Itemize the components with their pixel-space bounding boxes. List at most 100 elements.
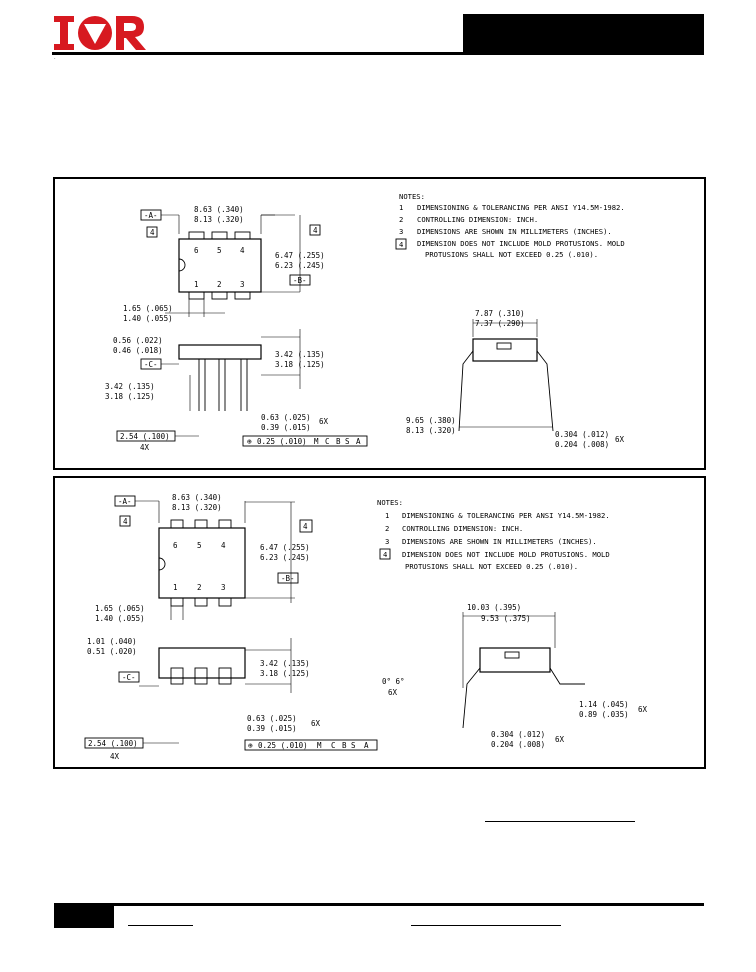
svg-text:S: S xyxy=(345,437,350,446)
length-max: 8.63 (.340) xyxy=(194,205,244,214)
datum-b: -B- xyxy=(293,276,307,285)
pin-pitch-max: 1.65 (.065) xyxy=(123,304,173,313)
lead-thickness-max: 0.304 (.012) xyxy=(555,430,609,439)
svg-text:1: 1 xyxy=(399,203,403,212)
tolerance-value: 0.25 (.010) xyxy=(257,437,307,446)
note-ref-b: 4 xyxy=(303,522,308,531)
standoff-min: 0.46 (.018) xyxy=(113,346,163,355)
tolerance-frame xyxy=(244,739,378,751)
svg-text:C: C xyxy=(331,741,336,750)
row-span-max: 10.03 (.395) xyxy=(467,603,521,612)
footer-line-left xyxy=(128,925,193,926)
datum-c: -C- xyxy=(144,360,158,369)
pin-3-label: 3 xyxy=(221,583,226,592)
header-divider xyxy=(52,52,704,55)
note-ref-a: 4 xyxy=(123,517,128,526)
svg-text:⊕: ⊕ xyxy=(247,437,252,446)
pin-6-label: 6 xyxy=(173,541,178,550)
lead-length-max: 3.42 (.135) xyxy=(105,382,155,391)
link-underline xyxy=(485,821,635,822)
lead-thickness-max: 0.304 (.012) xyxy=(491,730,545,739)
note-4: DIMENSION DOES NOT INCLUDE MOLD PROTUSIO… xyxy=(417,239,625,248)
pin-4-label: 4 xyxy=(221,541,226,550)
svg-text:B: B xyxy=(342,741,347,750)
svg-text:A: A xyxy=(364,741,369,750)
pin-pitch-min: 1.40 (.055) xyxy=(95,614,145,623)
package-drawing-6-lead-smd: 6 5 4 1 2 3 -A- 4 8.63 (.340) 8.13 (.320… xyxy=(53,476,706,769)
standoff-max: 1.01 (.040) xyxy=(87,637,137,646)
pin-2-label: 2 xyxy=(197,583,202,592)
footer-rule xyxy=(54,903,704,906)
height-max: 3.42 (.135) xyxy=(275,350,325,359)
note-2: CONTROLLING DIMENSION: INCH. xyxy=(417,215,538,224)
datum-c: -C- xyxy=(122,673,136,682)
pin-5-label: 5 xyxy=(197,541,202,550)
svg-text:M: M xyxy=(317,741,322,750)
width-min: 6.23 (.245) xyxy=(275,261,325,270)
row-span-min: 7.37 (.290) xyxy=(475,319,525,328)
svg-text:A: A xyxy=(356,437,361,446)
pin-pitch-min: 1.40 (.055) xyxy=(123,314,173,323)
lead-width-min: 0.39 (.015) xyxy=(261,423,311,432)
note-3: DIMENSIONS ARE SHOWN IN MILLIMETERS (INC… xyxy=(402,537,597,546)
notes-title: NOTES: xyxy=(377,498,403,507)
pin-3-label: 3 xyxy=(240,280,245,289)
notes-title: NOTES: xyxy=(399,192,425,201)
lead-thickness-min: 0.204 (.008) xyxy=(491,740,545,749)
dip-outline-drawing: 6 5 4 1 2 3 -A- 4 8.63 (.340) 8.13 (.320… xyxy=(105,192,625,452)
standoff-min: 0.51 (.020) xyxy=(87,647,137,656)
width-max: 6.47 (.255) xyxy=(260,543,310,552)
note-4-cont: PROTUSIONS SHALL NOT EXCEED 0.25 (.010). xyxy=(405,562,578,571)
svg-text:3: 3 xyxy=(385,537,389,546)
pin-6-label: 6 xyxy=(194,246,199,255)
ir-logo xyxy=(52,14,147,54)
lead-width-max: 0.63 (.025) xyxy=(247,714,297,723)
svg-text:2: 2 xyxy=(399,215,403,224)
note-3: DIMENSIONS ARE SHOWN IN MILLIMETERS (INC… xyxy=(417,227,612,236)
angle-qty: 6X xyxy=(388,688,398,697)
standoff-max: 0.56 (.022) xyxy=(113,336,163,345)
foot-qty: 6X xyxy=(638,705,648,714)
pin-1-label: 1 xyxy=(194,280,199,289)
logo-mark: · xyxy=(54,56,56,62)
svg-text:3: 3 xyxy=(399,227,403,236)
spacing-qty: 4X xyxy=(110,752,120,761)
lead-width-min: 0.39 (.015) xyxy=(247,724,297,733)
spacing-qty: 4X xyxy=(140,443,150,452)
length-min: 8.13 (.320) xyxy=(194,215,244,224)
pin-2-label: 2 xyxy=(217,280,222,289)
lead-span-max: 9.65 (.380) xyxy=(406,416,456,425)
svg-text:4: 4 xyxy=(399,240,403,249)
width-max: 6.47 (.255) xyxy=(275,251,325,260)
tolerance-frame xyxy=(242,435,368,447)
smd-outline-drawing: 6 5 4 1 2 3 -A- 4 8.63 (.340) 8.13 (.320… xyxy=(84,493,648,761)
length-min: 8.13 (.320) xyxy=(172,503,222,512)
datum-b: -B- xyxy=(281,574,295,583)
height-min: 3.18 (.125) xyxy=(275,360,325,369)
lead-span-min: 8.13 (.320) xyxy=(406,426,456,435)
note-1: DIMENSIONING & TOLERANCING PER ANSI Y14.… xyxy=(402,511,610,520)
foot-max: 1.14 (.045) xyxy=(579,700,629,709)
part-number-box xyxy=(463,14,704,55)
lead-width-max: 0.63 (.025) xyxy=(261,413,311,422)
footer-line-right xyxy=(411,925,561,926)
row-span-max: 7.87 (.310) xyxy=(475,309,525,318)
lead-width-qty: 6X xyxy=(311,719,321,728)
svg-text:2: 2 xyxy=(385,524,389,533)
note-ref-b: 4 xyxy=(313,226,318,235)
datum-a: -A- xyxy=(144,211,158,220)
lead-thickness-qty: 6X xyxy=(555,735,565,744)
svg-text:⊕: ⊕ xyxy=(248,741,253,750)
note-4: DIMENSION DOES NOT INCLUDE MOLD PROTUSIO… xyxy=(402,550,610,559)
note-ref-a: 4 xyxy=(150,228,155,237)
height-min: 3.18 (.125) xyxy=(260,669,310,678)
length-max: 8.63 (.340) xyxy=(172,493,222,502)
tolerance-value: 0.25 (.010) xyxy=(258,741,308,750)
lead-length-min: 3.18 (.125) xyxy=(105,392,155,401)
row-span-min: 9.53 (.375) xyxy=(481,614,531,623)
svg-text:B: B xyxy=(336,437,341,446)
svg-text:S: S xyxy=(351,741,356,750)
angle: 0° 6° xyxy=(382,677,405,686)
width-min: 6.23 (.245) xyxy=(260,553,310,562)
package-drawing-6-lead-dip: 6 5 4 1 2 3 -A- 4 8.63 (.340) 8.13 (.320… xyxy=(53,177,706,470)
